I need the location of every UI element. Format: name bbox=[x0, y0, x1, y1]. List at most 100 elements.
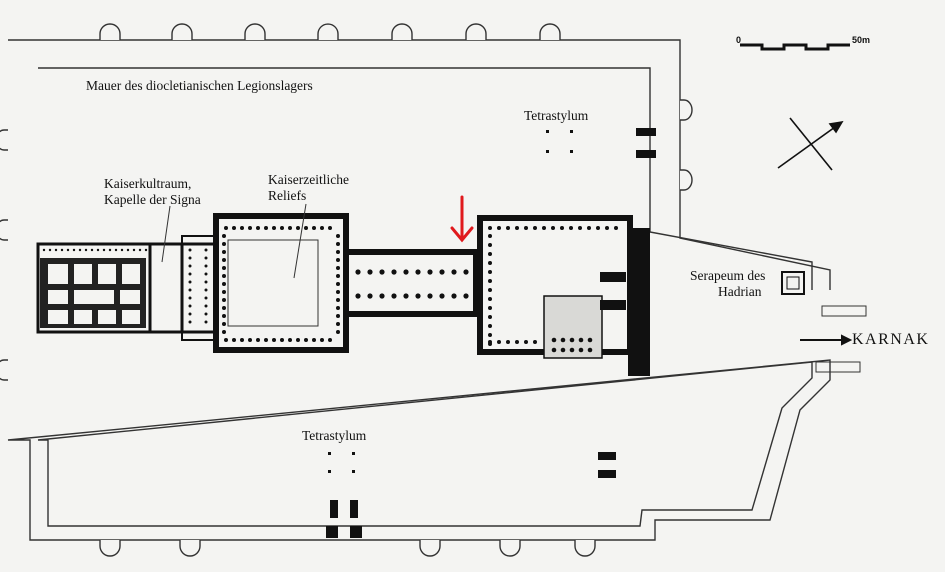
tetrastylum-south-label: Tetrastylum bbox=[302, 428, 367, 443]
column-dot bbox=[222, 266, 226, 270]
column-dot bbox=[560, 337, 566, 343]
column-dot bbox=[222, 250, 226, 254]
column-dot bbox=[551, 347, 557, 353]
column-dot bbox=[84, 248, 88, 252]
column-dot bbox=[222, 290, 226, 294]
column-dot bbox=[439, 293, 445, 299]
column-dot bbox=[204, 248, 208, 252]
column-dot bbox=[515, 226, 519, 230]
reliefs-label-line1: Kaiserzeitliche bbox=[268, 172, 349, 187]
column-dot bbox=[240, 226, 244, 230]
column-dot bbox=[587, 226, 591, 230]
column-dot bbox=[403, 269, 409, 275]
first-court bbox=[213, 213, 349, 353]
serapeum-label-line1: Serapeum des bbox=[690, 268, 766, 283]
column-dot bbox=[188, 264, 192, 268]
column-dot bbox=[222, 298, 226, 302]
column-dot bbox=[256, 338, 260, 342]
pylon-court bbox=[477, 215, 650, 376]
column-dot bbox=[48, 248, 52, 252]
column-dot bbox=[451, 269, 457, 275]
column-dot bbox=[355, 269, 361, 275]
column-dot bbox=[497, 226, 501, 230]
reliefs-label-line2: Reliefs bbox=[268, 188, 307, 203]
tetrastyla bbox=[328, 130, 573, 473]
column-dot bbox=[415, 293, 421, 299]
column-dot bbox=[336, 314, 340, 318]
column-dot bbox=[551, 226, 555, 230]
column-dot bbox=[488, 306, 492, 310]
camp-wall-label: Mauer des diocletianischen Legionslagers bbox=[86, 78, 313, 93]
column-dot bbox=[188, 320, 192, 324]
column-dot bbox=[569, 226, 573, 230]
column-dot bbox=[272, 226, 276, 230]
karnak-arrow-icon bbox=[800, 334, 853, 346]
column-dot bbox=[232, 338, 236, 342]
column-dot bbox=[222, 322, 226, 326]
kaiserkult-label-line2: Kapelle der Signa bbox=[104, 192, 201, 207]
column-dot bbox=[488, 297, 492, 301]
column-dots bbox=[42, 226, 618, 353]
column-dot bbox=[515, 340, 519, 344]
column-dot bbox=[188, 272, 192, 276]
scale-bar bbox=[740, 43, 850, 51]
column-dot bbox=[264, 226, 268, 230]
column-dot bbox=[222, 314, 226, 318]
column-dot bbox=[533, 340, 537, 344]
column-dot bbox=[533, 226, 537, 230]
karnak-label: KARNAK bbox=[852, 331, 930, 348]
serapeum-label-line2: Hadrian bbox=[718, 284, 762, 299]
column-dot bbox=[54, 248, 58, 252]
scale-start-label: 0 bbox=[736, 35, 742, 45]
west-rooms bbox=[36, 235, 218, 341]
column-dot bbox=[336, 282, 340, 286]
column-dot bbox=[328, 338, 332, 342]
column-dot bbox=[66, 248, 70, 252]
column-dot bbox=[488, 261, 492, 265]
column-dot bbox=[560, 226, 564, 230]
column-dot bbox=[506, 340, 510, 344]
column-dot bbox=[578, 337, 584, 343]
column-dot bbox=[60, 248, 64, 252]
column-dot bbox=[336, 274, 340, 278]
column-dot bbox=[272, 338, 276, 342]
column-dot bbox=[488, 333, 492, 337]
column-dot bbox=[120, 248, 124, 252]
column-dot bbox=[72, 248, 76, 252]
gates bbox=[326, 128, 656, 538]
column-dot bbox=[222, 330, 226, 334]
column-dot bbox=[312, 338, 316, 342]
column-dot bbox=[542, 226, 546, 230]
column-dot bbox=[248, 338, 252, 342]
column-dot bbox=[204, 264, 208, 268]
column-dot bbox=[336, 242, 340, 246]
column-dot bbox=[497, 340, 501, 344]
column-dot bbox=[596, 226, 600, 230]
column-dot bbox=[296, 226, 300, 230]
column-dot bbox=[280, 226, 284, 230]
column-dot bbox=[222, 242, 226, 246]
column-dot bbox=[222, 282, 226, 286]
column-dot bbox=[108, 248, 112, 252]
column-dot bbox=[367, 269, 373, 275]
column-dot bbox=[280, 338, 284, 342]
column-dot bbox=[204, 288, 208, 292]
column-dot bbox=[222, 258, 226, 262]
column-dot bbox=[188, 288, 192, 292]
kaiserkult-label-line1: Kaiserkultraum, bbox=[104, 176, 192, 191]
column-dot bbox=[288, 226, 292, 230]
column-dot bbox=[391, 293, 397, 299]
column-dot bbox=[188, 248, 192, 252]
column-dot bbox=[463, 293, 469, 299]
column-dot bbox=[114, 248, 118, 252]
column-dot bbox=[132, 248, 136, 252]
column-dot bbox=[488, 340, 492, 344]
column-dot bbox=[188, 312, 192, 316]
column-dot bbox=[488, 279, 492, 283]
column-dot bbox=[379, 293, 385, 299]
column-dot bbox=[204, 280, 208, 284]
column-dot bbox=[240, 338, 244, 342]
column-dot bbox=[96, 248, 100, 252]
column-dot bbox=[439, 269, 445, 275]
column-dot bbox=[336, 266, 340, 270]
